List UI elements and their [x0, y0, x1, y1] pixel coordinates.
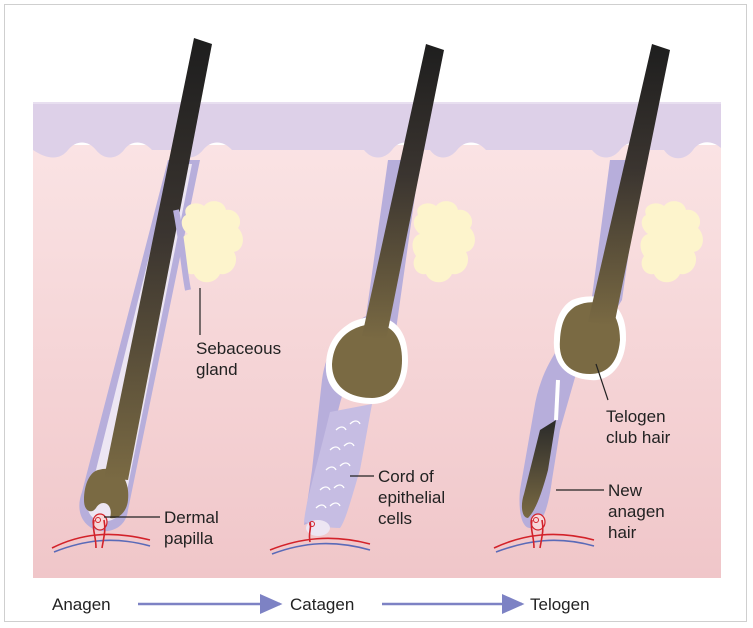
label-new-anagen-hair: New anagen hair [608, 480, 665, 543]
label-dermal-papilla: Dermal papilla [164, 507, 219, 549]
label-telogen-club-hair: Telogen club hair [606, 406, 670, 448]
label-cord-of-epithelial-cells: Cord of epithelial cells [378, 466, 445, 529]
label-sebaceous-gland: Sebaceous gland [196, 338, 281, 380]
stage-telogen: Telogen [530, 595, 590, 615]
stage-catagen: Catagen [290, 595, 354, 615]
stage-anagen: Anagen [52, 595, 111, 615]
